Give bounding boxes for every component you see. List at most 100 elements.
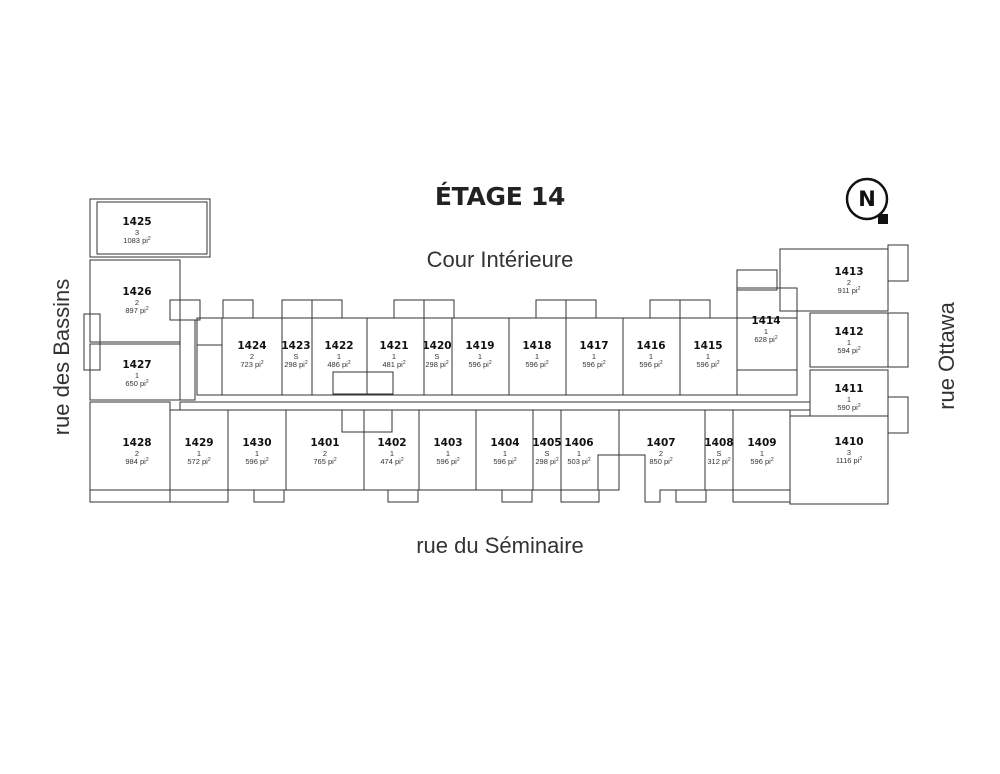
unit-area: 596 pi2 bbox=[475, 458, 535, 466]
area-superscript: 2 bbox=[602, 360, 606, 366]
unit-area-unit: pi bbox=[721, 457, 728, 466]
unit-area-value: 596 bbox=[639, 360, 652, 369]
unit-area-unit: pi bbox=[596, 360, 603, 369]
unit-type: 1 bbox=[534, 351, 540, 361]
unit-type: 1 bbox=[705, 351, 711, 361]
unit-area: 596 pi2 bbox=[732, 458, 792, 466]
compass-letter: N bbox=[858, 187, 876, 211]
unit-type: 1 bbox=[336, 351, 342, 361]
area-superscript: 2 bbox=[456, 457, 460, 463]
unit-area-value: 650 bbox=[125, 379, 138, 388]
unit-area: 590 pi2 bbox=[819, 404, 879, 412]
unit-type: 1 bbox=[389, 448, 395, 458]
unit-area: 312 pi2 bbox=[689, 458, 749, 466]
unit-type: 1 bbox=[763, 326, 769, 336]
unit-area-unit: pi bbox=[139, 379, 146, 388]
unit-outline-1426 bbox=[89, 259, 181, 343]
unit-number: 1416 bbox=[636, 340, 666, 352]
unit-area: 596 pi2 bbox=[564, 361, 624, 369]
unit-number: 1410 bbox=[834, 436, 864, 448]
unit-area-unit: pi bbox=[142, 236, 148, 245]
street-label-east: rue Ottawa bbox=[934, 302, 959, 410]
unit-area-value: 474 bbox=[380, 457, 393, 466]
unit-area-unit: pi bbox=[259, 457, 266, 466]
unit-number: 1420 bbox=[422, 340, 452, 352]
unit-area-unit: pi bbox=[507, 457, 514, 466]
unit-area-unit: pi bbox=[653, 360, 660, 369]
unit-type: 2 bbox=[658, 448, 664, 458]
unit-type: 1 bbox=[134, 370, 140, 380]
unit-area-value: 596 bbox=[750, 457, 763, 466]
unit-area: 503 pi2 bbox=[549, 458, 609, 466]
unit-type: 1 bbox=[591, 351, 597, 361]
unit-area: 596 pi2 bbox=[418, 458, 478, 466]
unit-type: 1 bbox=[576, 448, 582, 458]
area-superscript: 2 bbox=[513, 457, 517, 463]
unit-type: S bbox=[544, 448, 550, 458]
unit-area: 1083 pi2 bbox=[107, 237, 167, 245]
unit-area-unit: pi bbox=[581, 457, 588, 466]
area-superscript: 2 bbox=[555, 457, 559, 463]
unit-area: 486 pi2 bbox=[309, 361, 369, 369]
unit-area-value: 850 bbox=[649, 457, 662, 466]
unit-area: 298 pi2 bbox=[266, 361, 326, 369]
unit-area-value: 596 bbox=[696, 360, 709, 369]
unit-number: 1417 bbox=[579, 340, 609, 352]
unit-area-value: 298 bbox=[535, 457, 548, 466]
area-superscript: 2 bbox=[260, 360, 264, 366]
area-superscript: 2 bbox=[400, 457, 404, 463]
unit-number: 1419 bbox=[465, 340, 495, 352]
area-superscript: 2 bbox=[347, 360, 351, 366]
unit-type: 2 bbox=[134, 297, 140, 307]
unit-area-value: 312 bbox=[707, 457, 720, 466]
area-superscript: 2 bbox=[145, 306, 149, 312]
unit-area-value: 590 bbox=[837, 403, 850, 412]
unit-number: 1413 bbox=[834, 266, 864, 278]
unit-area-value: 723 bbox=[240, 360, 253, 369]
area-superscript: 2 bbox=[857, 286, 861, 292]
unit-type: 1 bbox=[445, 448, 451, 458]
unit-number: 1429 bbox=[184, 437, 214, 449]
unit-area: 474 pi2 bbox=[362, 458, 422, 466]
unit-area: 596 pi2 bbox=[450, 361, 510, 369]
area-superscript: 2 bbox=[304, 360, 308, 366]
unit-area-value: 1116 bbox=[835, 456, 852, 465]
unit-number: 1401 bbox=[310, 437, 340, 449]
area-superscript: 2 bbox=[145, 379, 149, 385]
area-superscript: 2 bbox=[145, 457, 149, 463]
area-superscript: 2 bbox=[265, 457, 269, 463]
unit-outline-1410 bbox=[789, 415, 889, 505]
unit-number: 1425 bbox=[122, 216, 152, 228]
unit-type: 3 bbox=[846, 447, 852, 457]
